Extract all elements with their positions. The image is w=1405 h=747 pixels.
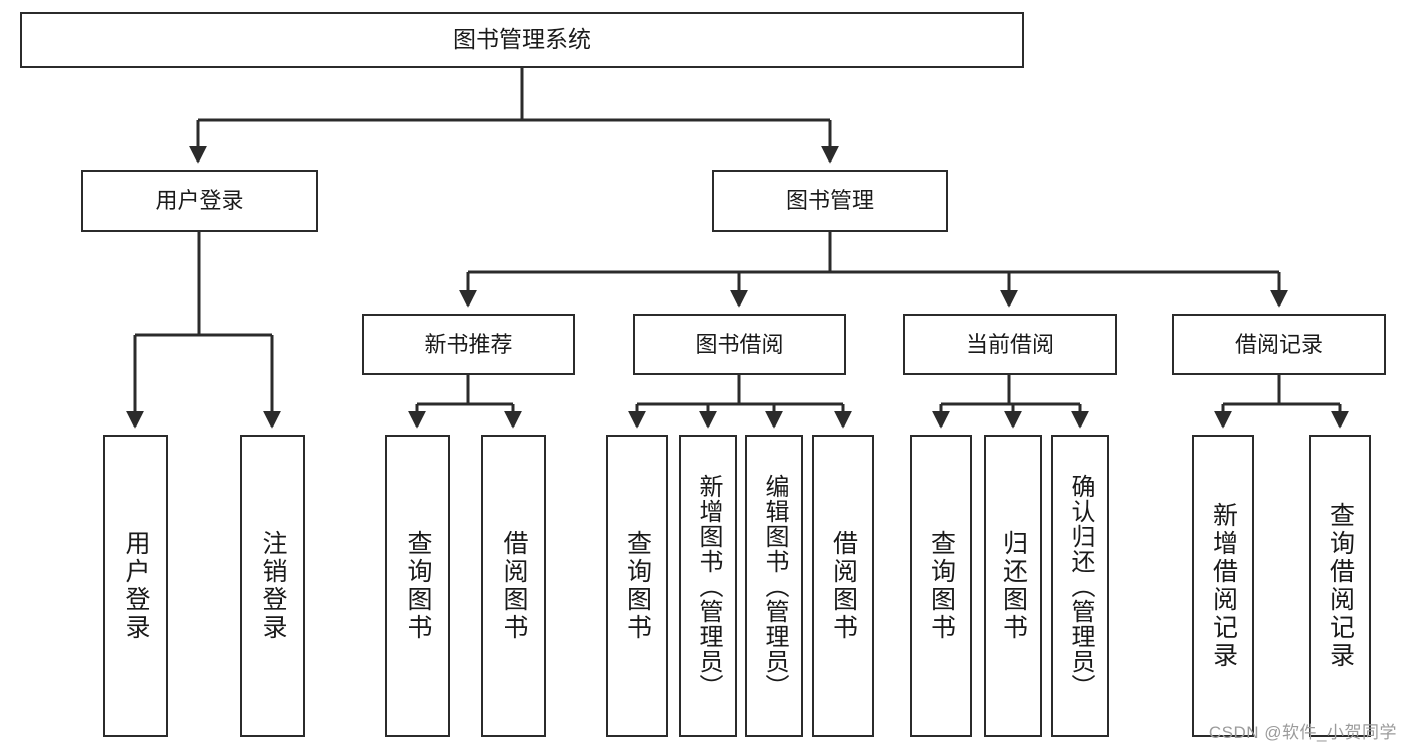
node-label: 编辑图书（管理员） — [761, 473, 788, 699]
node-label: 查询图书 — [404, 530, 432, 642]
node-leaf-add-record[interactable]: 新增借阅记录 — [1192, 435, 1254, 737]
node-leaf-confirm-return[interactable]: 确认归还（管理员） — [1051, 435, 1109, 737]
node-label: 图书借阅 — [695, 331, 784, 357]
node-label: 图书管理系统 — [453, 26, 591, 53]
node-book-borrow[interactable]: 图书借阅 — [633, 314, 846, 375]
node-label: 借阅记录 — [1234, 331, 1323, 357]
node-leaf-add-book[interactable]: 新增图书（管理员） — [679, 435, 737, 737]
node-label: 归还图书 — [999, 530, 1028, 642]
node-borrow-record[interactable]: 借阅记录 — [1172, 314, 1386, 375]
node-label: 新增借阅记录 — [1209, 502, 1238, 670]
node-leaf-borrow-book[interactable]: 借阅图书 — [812, 435, 874, 737]
node-leaf-user-login[interactable]: 用户登录 — [103, 435, 168, 737]
node-leaf-logout[interactable]: 注销登录 — [240, 435, 305, 737]
node-root[interactable]: 图书管理系统 — [20, 12, 1024, 68]
node-label: 用户登录 — [155, 188, 244, 214]
node-leaf-return-book[interactable]: 归还图书 — [984, 435, 1042, 737]
node-book-manage[interactable]: 图书管理 — [712, 170, 948, 232]
node-leaf-query-book-borrow[interactable]: 查询图书 — [606, 435, 668, 737]
node-leaf-edit-book[interactable]: 编辑图书（管理员） — [745, 435, 803, 737]
node-leaf-query-book-rec[interactable]: 查询图书 — [385, 435, 450, 737]
node-user-login[interactable]: 用户登录 — [81, 170, 318, 232]
node-label: 借阅图书 — [500, 530, 528, 642]
node-new-book-rec[interactable]: 新书推荐 — [362, 314, 575, 375]
node-leaf-query-record[interactable]: 查询借阅记录 — [1309, 435, 1371, 737]
node-label: 注销登录 — [259, 530, 287, 642]
node-label: 查询图书 — [623, 530, 652, 642]
node-label: 借阅图书 — [829, 530, 858, 642]
node-leaf-borrow-book-rec[interactable]: 借阅图书 — [481, 435, 546, 737]
node-label: 查询图书 — [927, 530, 956, 642]
csdn-watermark: CSDN @软件_小贺同学 — [1208, 723, 1397, 742]
node-current-borrow[interactable]: 当前借阅 — [903, 314, 1117, 375]
node-label: 新书推荐 — [424, 331, 513, 357]
node-label: 图书管理 — [785, 188, 874, 214]
node-label: 用户登录 — [122, 530, 150, 642]
node-label: 确认归还（管理员） — [1067, 473, 1094, 699]
node-label: 新增图书（管理员） — [695, 473, 722, 699]
node-label: 查询借阅记录 — [1326, 502, 1355, 670]
node-label: 当前借阅 — [965, 331, 1054, 357]
node-leaf-query-book-cur[interactable]: 查询图书 — [910, 435, 972, 737]
